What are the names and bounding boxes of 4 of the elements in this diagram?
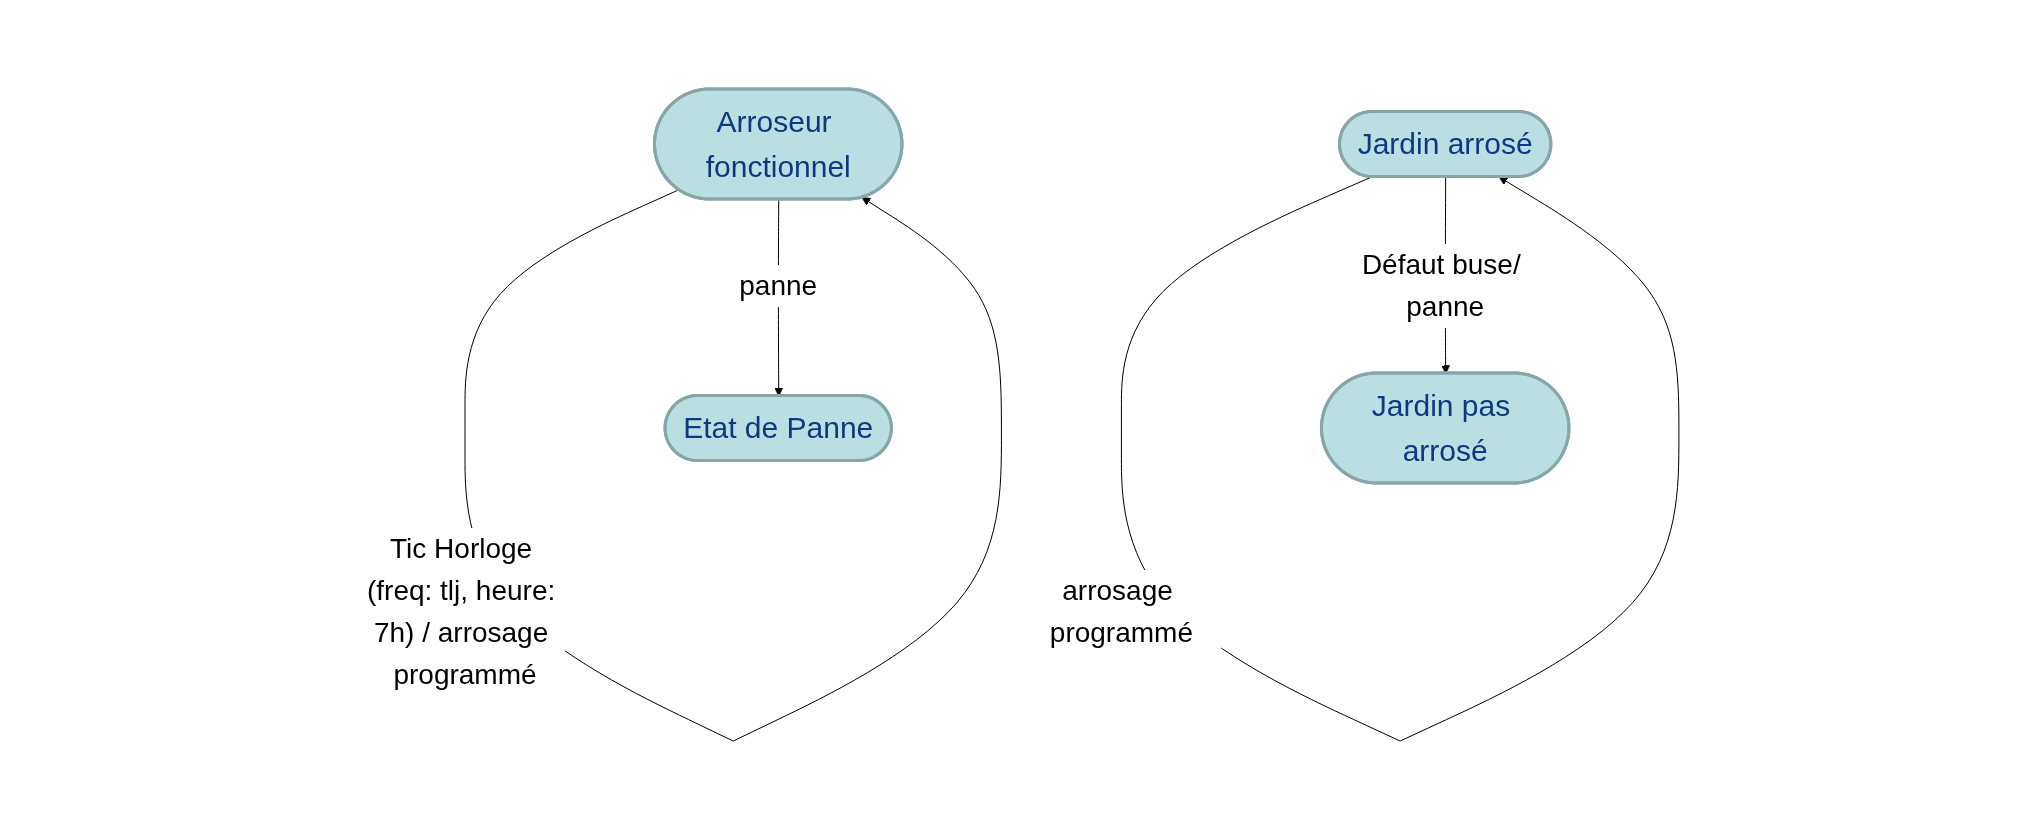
edge-label: Défaut buse/ panne	[1361, 249, 1521, 323]
edge-label: arrosage programmé	[1049, 575, 1194, 649]
edge-label: Tic Horloge (freq: tlj, heure: 7h) / arrosage programmé	[367, 533, 556, 691]
edge-label: panne	[739, 270, 818, 302]
